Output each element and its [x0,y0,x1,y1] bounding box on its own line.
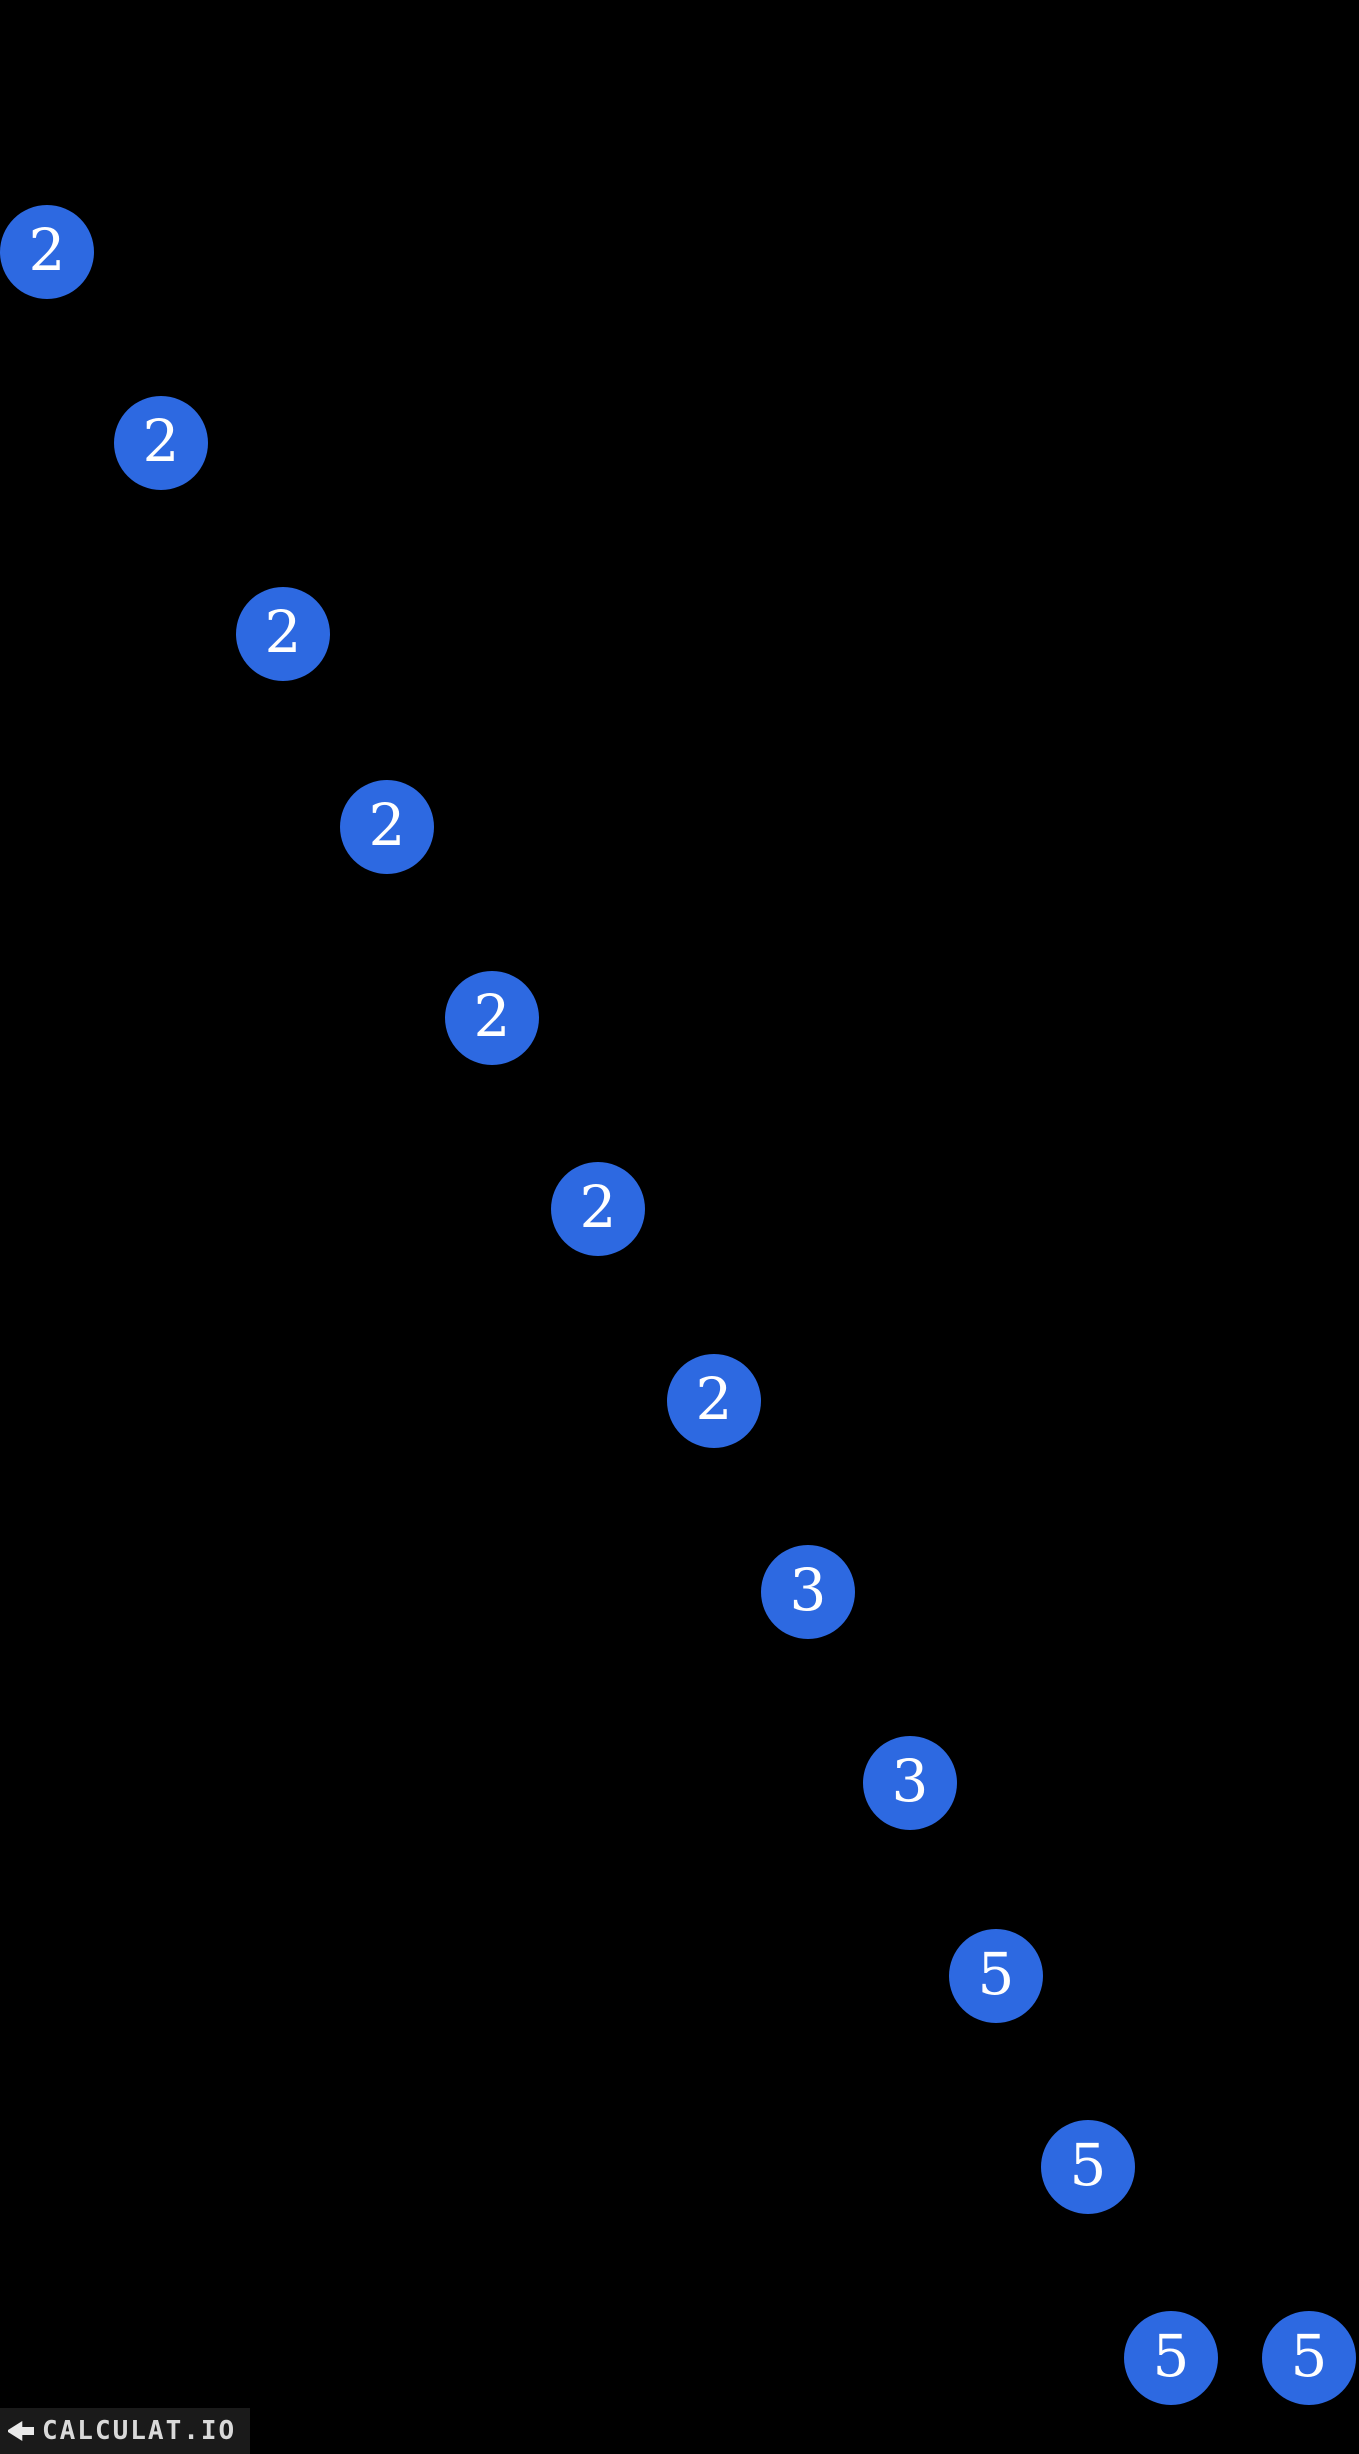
factor-node-label: 2 [142,407,180,475]
watermark: CALCULAT.IO [0,2408,251,2454]
watermark-text: CALCULAT.IO [42,2416,237,2446]
factor-node: 2 [551,1162,645,1256]
factor-node-label: 5 [1069,2131,1107,2199]
factor-node-label: 2 [579,1173,617,1241]
factor-node-label: 2 [264,598,302,666]
factor-node: 5 [1124,2311,1218,2405]
factor-node-label: 2 [368,791,406,859]
factor-node-label: 2 [695,1365,733,1433]
factor-node: 2 [667,1354,761,1448]
factor-node: 3 [761,1545,855,1639]
factor-node-label: 2 [28,216,66,284]
factor-node: 5 [949,1929,1043,2023]
factor-node: 2 [445,971,539,1065]
factor-node: 3 [863,1736,957,1830]
factor-node: 5 [1041,2120,1135,2214]
factor-node-label: 5 [1152,2322,1190,2390]
factor-node-label: 3 [789,1556,827,1624]
factor-node-label: 2 [473,982,511,1050]
factor-node-label: 5 [1290,2322,1328,2390]
factor-node: 5 [1262,2311,1356,2405]
factor-node: 2 [114,396,208,490]
calculatio-logo-icon [8,2421,34,2441]
factor-node: 2 [340,780,434,874]
factor-node: 2 [236,587,330,681]
factor-node-label: 3 [891,1747,929,1815]
factor-node: 2 [0,205,94,299]
factor-node-label: 5 [977,1940,1015,2008]
